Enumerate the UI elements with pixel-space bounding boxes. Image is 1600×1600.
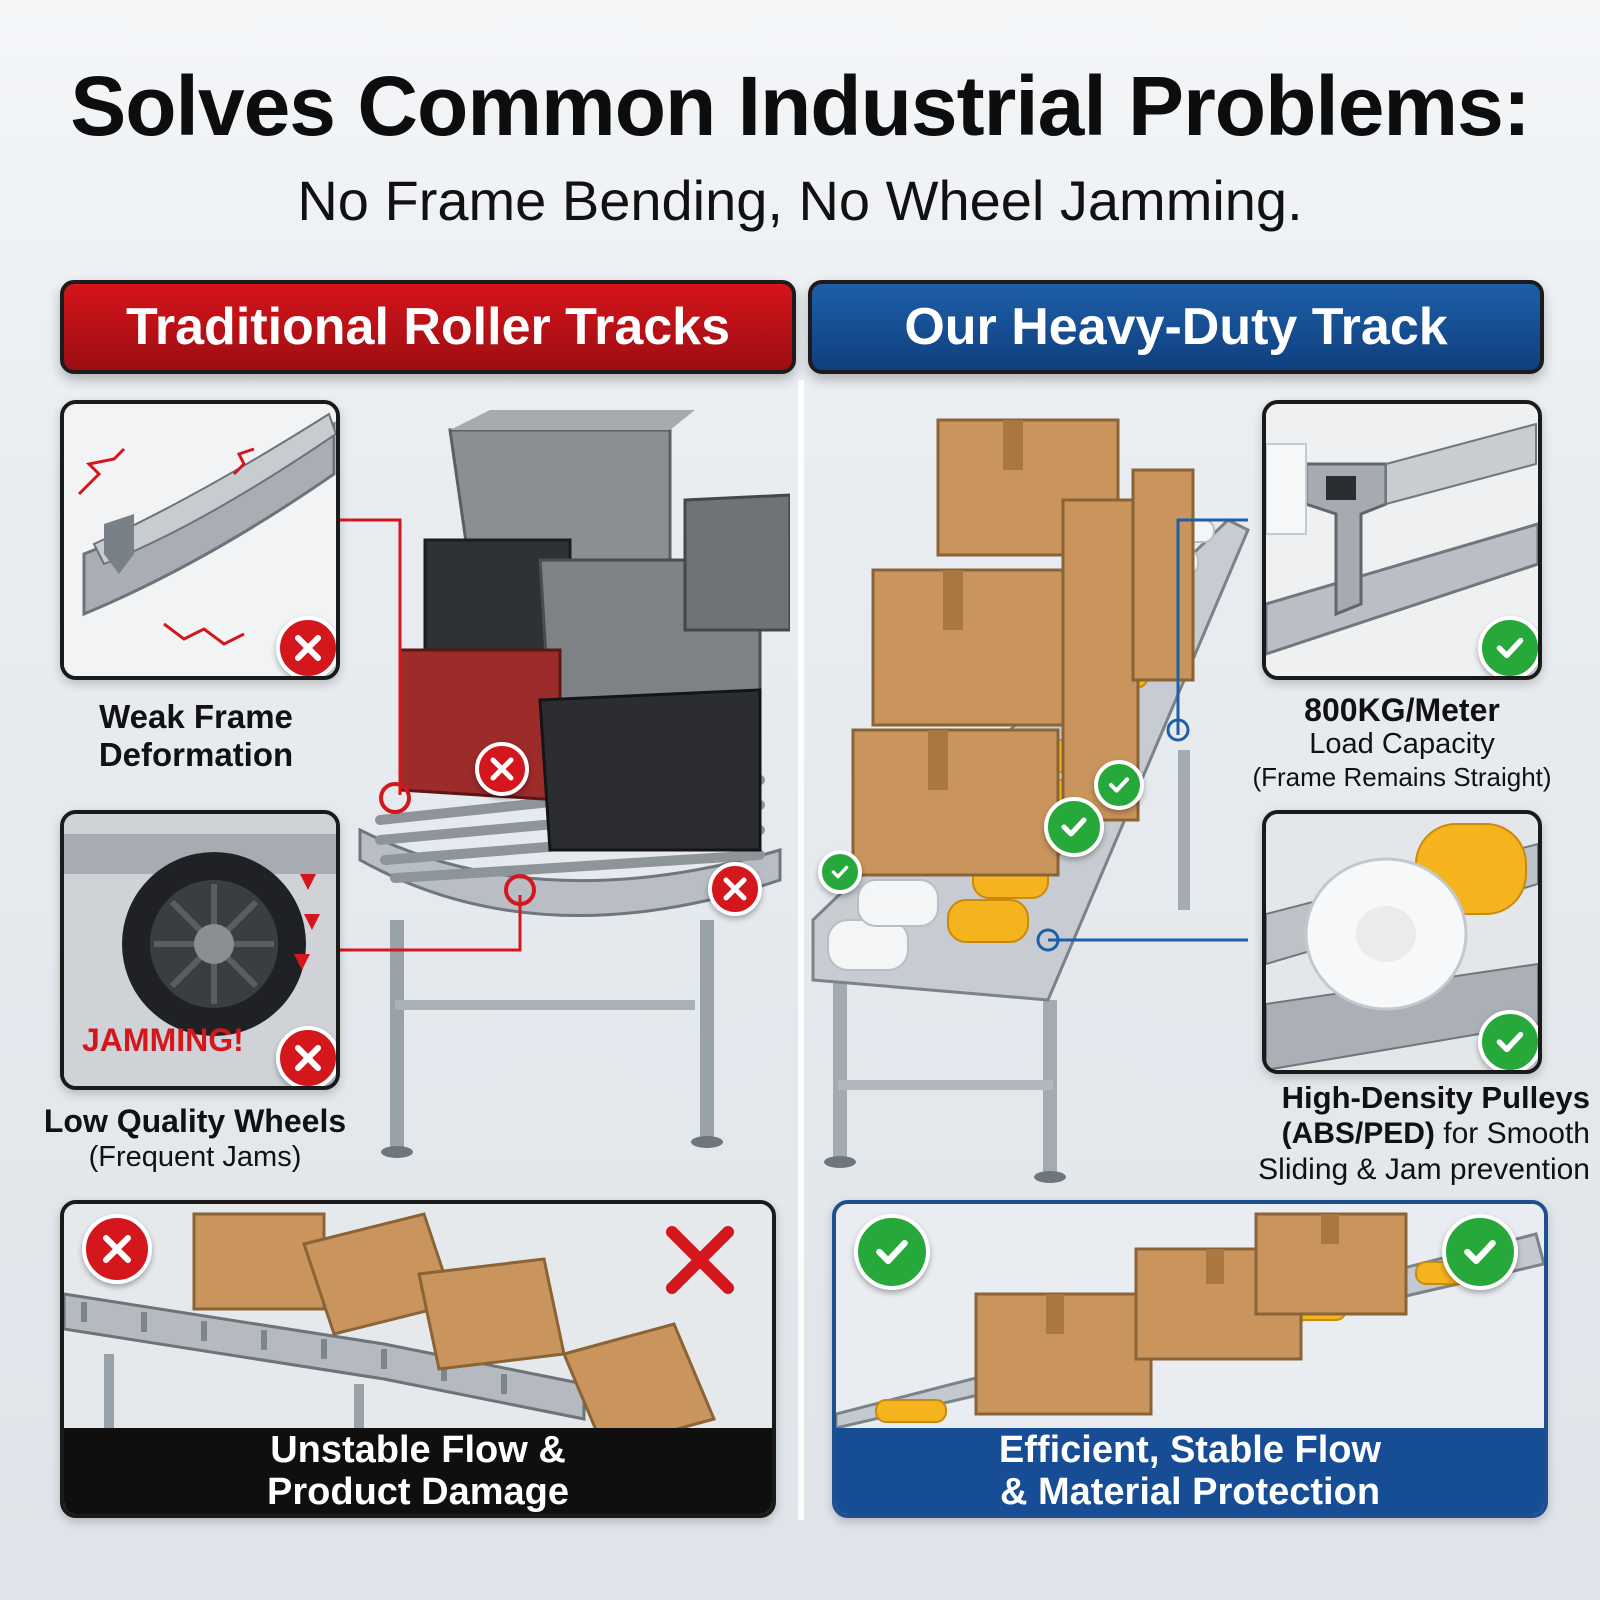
load-capacity-caption: 800KG/Meter Load Capacity (Frame Remains…	[1232, 692, 1572, 793]
pulley-caption-line3: Sliding & Jam prevention	[1258, 1153, 1590, 1186]
track-check-badge-2	[1094, 760, 1144, 810]
check-icon	[1464, 1239, 1496, 1265]
aligned-boxes-illustration	[836, 1204, 1544, 1430]
cross-icon	[723, 877, 747, 901]
pulley-material: (ABS/PED)	[1281, 1117, 1435, 1150]
load-capacity-line2: Load Capacity	[1309, 728, 1495, 760]
pulley-caption-title: High-Density Pulleys	[1281, 1080, 1590, 1115]
unstable-flow-line1: Unstable Flow &	[270, 1429, 566, 1471]
load-capacity-line3: (Frame Remains Straight)	[1252, 762, 1552, 792]
jamming-label: JAMMING!	[82, 1022, 244, 1058]
traditional-banner: Traditional Roller Tracks	[60, 280, 796, 374]
stable-flow-footer: Efficient, Stable Flow & Material Protec…	[836, 1428, 1544, 1514]
stable-flow-line1: Efficient, Stable Flow	[998, 1429, 1382, 1471]
roller-failure-badge	[708, 862, 762, 916]
check-icon	[1496, 637, 1524, 659]
stable-flow-badge-right	[1442, 1214, 1518, 1290]
cross-icon	[666, 1226, 734, 1294]
unstable-flow-badge	[82, 1214, 152, 1284]
stable-flow-line2: & Material Protection	[999, 1471, 1381, 1513]
pulley-caption-line2-rest: for Smooth	[1434, 1117, 1590, 1150]
cross-icon	[295, 1045, 321, 1071]
crack-icon	[77, 447, 255, 646]
straight-frame-panel	[1262, 400, 1542, 680]
wheel-caption: Low Quality Wheels (Frequent Jams)	[30, 1102, 360, 1174]
straight-frame-badge	[1478, 616, 1538, 676]
track-check-badge-1	[1044, 797, 1104, 857]
check-icon	[1109, 777, 1129, 793]
damaged-wheel-illustration	[64, 814, 336, 1086]
heavy-duty-track-illustration	[811, 418, 1250, 1183]
weak-frame-caption-line2: Deformation	[98, 736, 294, 773]
weak-frame-badge	[276, 616, 336, 676]
check-icon	[876, 1239, 908, 1265]
unstable-flow-footer: Unstable Flow & Product Damage	[64, 1428, 772, 1514]
weak-frame-panel	[60, 400, 340, 680]
heavy-duty-banner: Our Heavy-Duty Track	[808, 280, 1544, 374]
pulley-caption-line2: (ABS/PED) for Smooth	[1210, 1116, 1590, 1152]
column-divider	[798, 380, 804, 1520]
cross-icon	[295, 635, 321, 661]
wheel-jam-badge	[276, 1026, 336, 1086]
weak-frame-caption-line1: Weak Frame	[99, 698, 293, 735]
pulley-panel	[1262, 810, 1542, 1074]
crate-failure-badge	[475, 742, 529, 796]
stable-flow-panel: Efficient, Stable Flow & Material Protec…	[832, 1200, 1548, 1518]
cross-icon	[103, 1235, 131, 1263]
unstable-flow-line2: Product Damage	[267, 1471, 569, 1513]
cross-icon	[490, 757, 514, 781]
page-subtitle: No Frame Bending, No Wheel Jamming.	[297, 169, 1303, 232]
pulley-caption: High-Density Pulleys (ABS/PED) for Smoot…	[1210, 1080, 1590, 1188]
bent-rail-illustration	[64, 404, 336, 676]
unstable-flow-panel: Unstable Flow & Product Damage	[60, 1200, 776, 1518]
load-capacity-title: 800KG/Meter	[1304, 692, 1500, 728]
wheel-caption-title: Low Quality Wheels	[43, 1103, 347, 1139]
page-title: Solves Common Industrial Problems:	[70, 59, 1531, 153]
weak-frame-caption: Weak Frame Deformation	[60, 698, 332, 774]
check-icon	[1061, 817, 1087, 837]
tumbling-boxes-illustration	[64, 1204, 772, 1454]
track-check-badge-3	[818, 850, 862, 894]
wheel-caption-detail: (Frequent Jams)	[88, 1141, 302, 1173]
check-icon	[1496, 1031, 1524, 1053]
check-icon	[831, 865, 849, 879]
pulley-badge	[1478, 1010, 1538, 1070]
sagging-roller-table-illustration	[340, 410, 790, 1158]
stable-flow-badge-left	[854, 1214, 930, 1290]
low-quality-wheel-panel: JAMMING!	[60, 810, 340, 1090]
down-arrow-icon	[294, 874, 320, 970]
